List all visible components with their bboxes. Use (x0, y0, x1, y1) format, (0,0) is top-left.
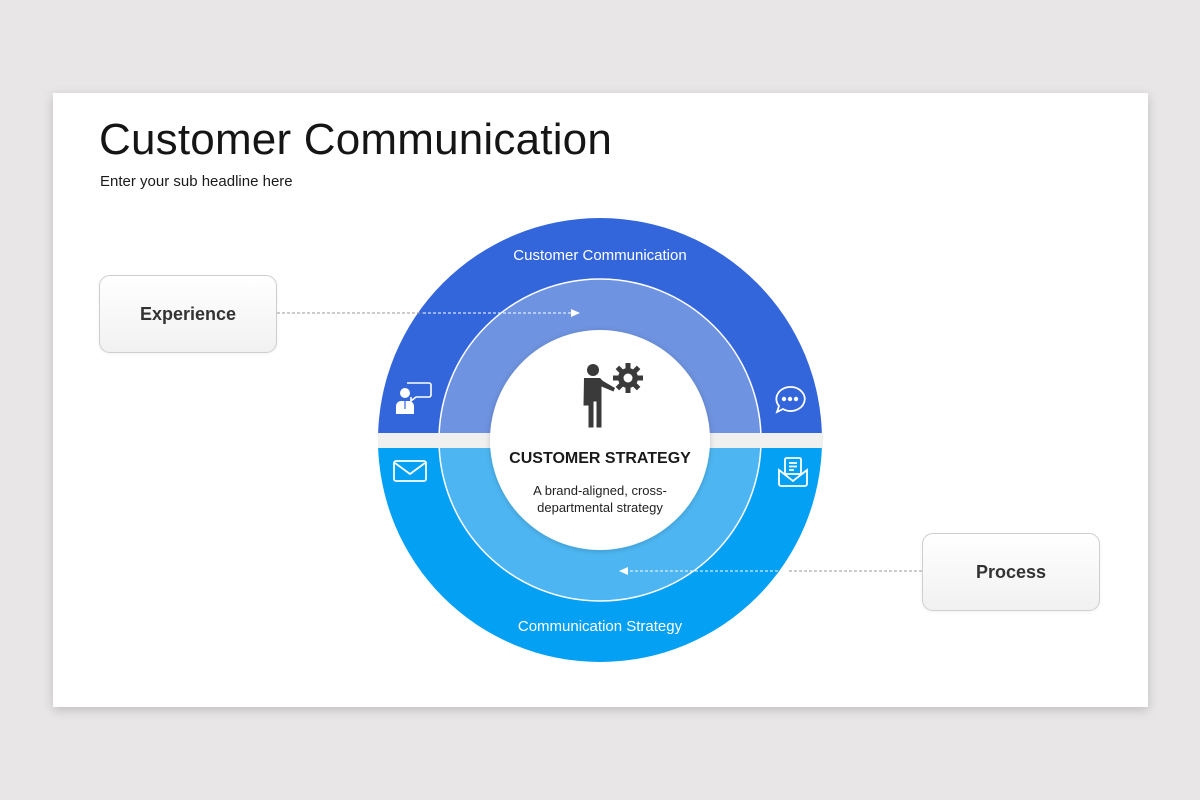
experience-callout: Experience (99, 275, 277, 353)
customer-support-chat-icon (396, 382, 432, 414)
center-description: A brand-aligned, cross-departmental stra… (533, 483, 667, 515)
businessman-gear-icon (583, 363, 643, 428)
center-circle (490, 330, 710, 550)
outer-bottom-label: Communication Strategy (517, 618, 683, 635)
slide-title: Customer Communication (99, 115, 613, 164)
open-envelope-letter-icon (778, 457, 808, 487)
process-arrow (619, 567, 922, 575)
speech-bubble-icon (775, 386, 806, 414)
experience-label: Experience (139, 303, 237, 324)
outer-top-label: Customer Communication (513, 247, 687, 264)
experience-arrow (277, 309, 580, 317)
process-callout: Process (922, 533, 1100, 611)
slide-subtitle: Enter your sub headline here (100, 173, 293, 190)
circular-diagram (277, 218, 922, 662)
slide: Customer Communication Enter your sub he… (53, 93, 1148, 707)
center-title: CUSTOMER STRATEGY (509, 450, 691, 467)
envelope-icon (393, 460, 427, 482)
process-label: Process (975, 561, 1047, 582)
